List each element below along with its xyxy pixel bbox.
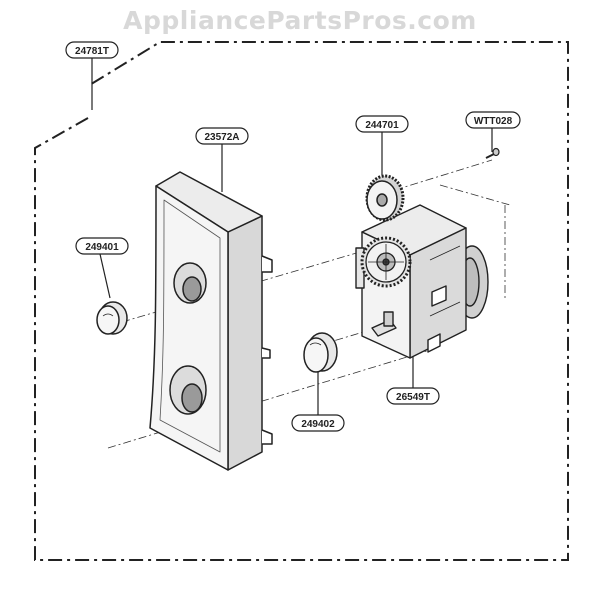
callout-knob-upper-label: 249401 xyxy=(85,242,119,253)
callout-gear: 244701 xyxy=(355,115,409,133)
callout-timer: 26549T xyxy=(386,387,440,405)
callout-panel-label: 23572A xyxy=(204,132,239,143)
timer-gear-part xyxy=(360,236,412,288)
watermark-text: AppliancePartsPros.com xyxy=(123,6,477,35)
control-panel-part xyxy=(149,171,273,471)
callout-assembly: 24781T xyxy=(65,41,119,59)
callout-assembly-label: 24781T xyxy=(75,46,109,57)
callout-screw: WTT028 xyxy=(465,111,521,129)
callout-knob-upper: 249401 xyxy=(75,237,129,255)
callout-timer-label: 26549T xyxy=(396,392,430,403)
callout-gear-label: 244701 xyxy=(365,120,399,131)
callout-knob-lower-label: 249402 xyxy=(301,419,335,430)
assembly-boundary xyxy=(34,41,569,561)
knob-lower-part xyxy=(303,332,338,373)
gear-wheel-part xyxy=(365,174,405,222)
callout-screw-label: WTT028 xyxy=(474,116,513,127)
leader-lines xyxy=(91,58,493,415)
callout-knob-lower: 249402 xyxy=(291,414,345,432)
callout-panel: 23572A xyxy=(195,127,249,145)
knob-upper-part xyxy=(96,301,128,335)
screw-part xyxy=(485,147,500,159)
